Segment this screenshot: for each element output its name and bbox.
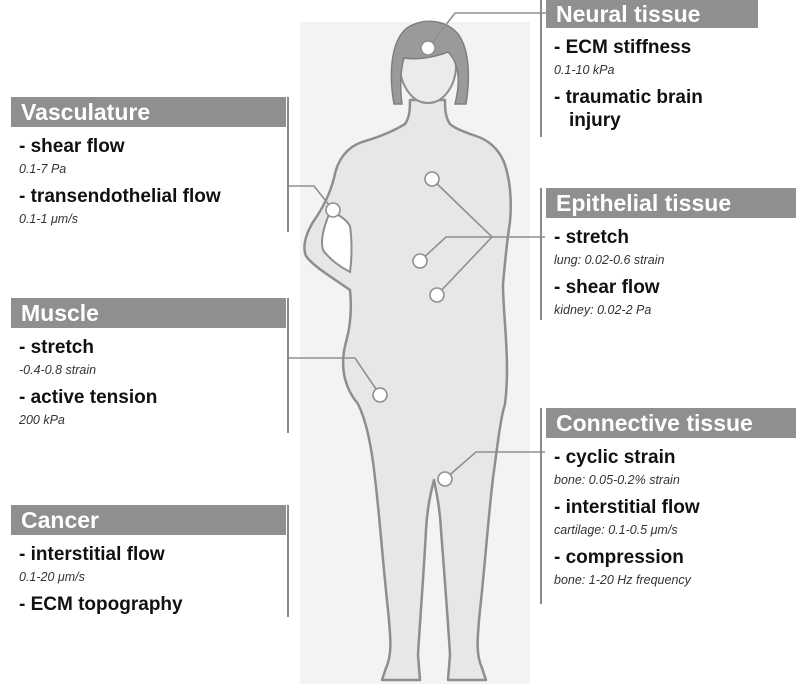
panel-cancer: Cancer - interstitial flow 0.1-20 μm/s -… — [11, 505, 286, 616]
panel-title: Vasculature — [11, 97, 286, 127]
item-label: - traumatic brain injury — [546, 86, 758, 132]
item-value: kidney: 0.02-2 Pa — [546, 302, 796, 318]
item-label: - cyclic strain — [546, 446, 796, 469]
item-label: - ECM topography — [11, 593, 286, 616]
bar-connective — [540, 408, 542, 604]
marker-brain — [421, 41, 435, 55]
panel-title: Neural tissue — [546, 0, 758, 28]
item-label: - stretch — [546, 226, 796, 249]
item-label-line1: - traumatic brain — [554, 87, 703, 108]
item-value: cartilage: 0.1-0.5 μm/s — [546, 522, 796, 538]
panel-epithelial: Epithelial tissue - stretch lung: 0.02-0… — [546, 188, 796, 318]
item-value: 0.1-7 Pa — [11, 161, 286, 177]
marker-lung — [425, 172, 439, 186]
item-label: - shear flow — [546, 276, 796, 299]
item-value: 0.1-20 μm/s — [11, 569, 286, 585]
panel-muscle: Muscle - stretch -0.4-0.8 strain - activ… — [11, 298, 286, 428]
item-label: - transendothelial flow — [11, 185, 286, 208]
bar-neural — [540, 0, 542, 137]
item-label: - interstitial flow — [546, 496, 796, 519]
item-label: - shear flow — [11, 135, 286, 158]
item-value: bone: 0.05-0.2% strain — [546, 472, 796, 488]
marker-knee — [438, 472, 452, 486]
item-label: - ECM stiffness — [546, 36, 758, 59]
item-value: 0.1-1 μm/s — [11, 211, 286, 227]
panel-title: Epithelial tissue — [546, 188, 796, 218]
item-label: - interstitial flow — [11, 543, 286, 566]
marker-chest — [413, 254, 427, 268]
item-value: 0.1-10 kPa — [546, 62, 758, 78]
item-value: -0.4-0.8 strain — [11, 362, 286, 378]
item-label-line2: injury — [554, 109, 758, 132]
panel-connective: Connective tissue - cyclic strain bone: … — [546, 408, 796, 588]
marker-kidney — [430, 288, 444, 302]
bar-vasculature — [287, 97, 289, 232]
panel-vasculature: Vasculature - shear flow 0.1-7 Pa - tran… — [11, 97, 286, 227]
item-value: lung: 0.02-0.6 strain — [546, 252, 796, 268]
marker-thigh — [373, 388, 387, 402]
item-value: bone: 1-20 Hz frequency — [546, 572, 796, 588]
item-label: - active tension — [11, 386, 286, 409]
bar-cancer — [287, 505, 289, 617]
bar-muscle — [287, 298, 289, 433]
bar-epithelial — [540, 188, 542, 320]
item-label: - compression — [546, 546, 796, 569]
item-label: - stretch — [11, 336, 286, 359]
panel-title: Connective tissue — [546, 408, 796, 438]
panel-title: Cancer — [11, 505, 286, 535]
marker-arm — [326, 203, 340, 217]
panel-title: Muscle — [11, 298, 286, 328]
panel-neural: Neural tissue - ECM stiffness 0.1-10 kPa… — [546, 0, 758, 132]
item-value: 200 kPa — [11, 412, 286, 428]
